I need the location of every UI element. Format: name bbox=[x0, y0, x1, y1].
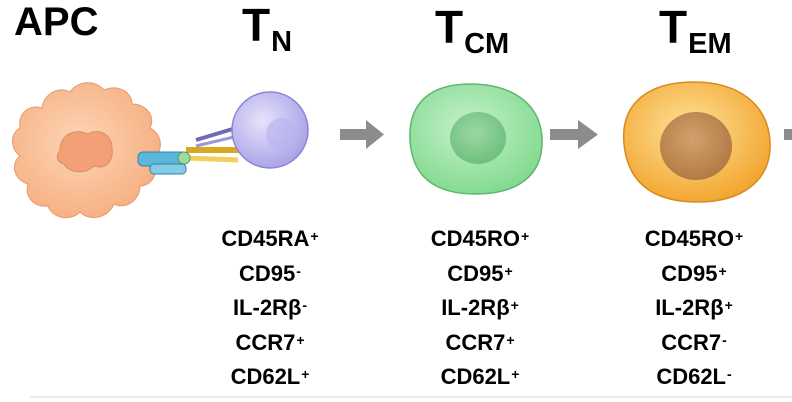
marker-row: CCR7- bbox=[624, 326, 764, 361]
arrow-tn-to-tcm bbox=[340, 120, 384, 149]
markers-tcm: CD45RO+ CD95+ IL-2Rβ+ CCR7+ CD62L+ bbox=[410, 222, 550, 395]
title-apc: APC bbox=[14, 0, 99, 44]
title-tn-sub: N bbox=[271, 26, 293, 58]
marker-row: CD95+ bbox=[410, 257, 550, 292]
marker-row: CD95- bbox=[200, 257, 340, 292]
marker-name: CD95 bbox=[239, 260, 296, 286]
marker-row: CCR7+ bbox=[410, 326, 550, 361]
marker-row: CCR7+ bbox=[200, 326, 340, 361]
marker-name: CD62L bbox=[440, 364, 511, 389]
effector-memory-t-cell bbox=[622, 81, 771, 203]
marker-row: CD45RA+ bbox=[200, 222, 340, 257]
marker-row: CD95+ bbox=[624, 257, 764, 292]
marker-row: CD45RO+ bbox=[410, 222, 550, 257]
marker-row: IL-2Rβ- bbox=[200, 291, 340, 326]
divider-line bbox=[30, 396, 792, 398]
marker-sign: + bbox=[504, 262, 513, 279]
marker-name: CD95 bbox=[447, 260, 504, 286]
marker-name: CD45RA bbox=[221, 226, 310, 251]
markers-tem: CD45RO+ CD95+ IL-2Rβ+ CCR7- CD62L- bbox=[624, 222, 764, 395]
marker-sign: + bbox=[506, 331, 515, 348]
arrow-tcm-to-tem bbox=[550, 120, 598, 149]
title-tem-main: T bbox=[659, 1, 688, 53]
marker-sign: - bbox=[727, 366, 732, 382]
apc-cell bbox=[12, 82, 161, 219]
marker-row: CD62L+ bbox=[410, 360, 550, 395]
marker-sign: - bbox=[296, 262, 301, 279]
marker-sign: + bbox=[301, 366, 310, 382]
title-effector-memory-t-cell: TEM bbox=[659, 1, 732, 59]
marker-sign: + bbox=[521, 228, 530, 244]
marker-row: CD62L- bbox=[624, 360, 764, 395]
marker-row: IL-2Rβ+ bbox=[410, 291, 550, 326]
marker-name: CD62L bbox=[656, 364, 726, 389]
title-tem-sub: EM bbox=[688, 28, 732, 60]
marker-name: CD95 bbox=[661, 260, 718, 286]
marker-name: IL-2Rβ bbox=[441, 295, 510, 320]
marker-name: CD45RO bbox=[644, 226, 735, 251]
marker-sign: + bbox=[510, 297, 519, 313]
marker-row: CD45RO+ bbox=[624, 222, 764, 257]
title-naive-t-cell: TN bbox=[242, 0, 292, 57]
marker-name: CCR7 bbox=[661, 329, 722, 355]
marker-name: IL-2Rβ bbox=[232, 295, 302, 320]
markers-tn: CD45RA+ CD95- IL-2Rβ- CCR7+ CD62L+ bbox=[200, 222, 340, 395]
arrow-tem-next bbox=[784, 129, 792, 140]
marker-sign: - bbox=[302, 297, 308, 313]
central-memory-t-cell bbox=[409, 83, 543, 195]
receptor-complex bbox=[137, 126, 240, 175]
title-tn-main: T bbox=[242, 0, 271, 51]
marker-row: CD62L+ bbox=[200, 360, 340, 395]
marker-sign: + bbox=[511, 366, 520, 382]
marker-sign: + bbox=[310, 228, 319, 244]
marker-name: CCR7 bbox=[445, 329, 506, 355]
marker-sign: + bbox=[718, 262, 727, 279]
marker-name: CCR7 bbox=[235, 329, 296, 355]
marker-name: CD45RO bbox=[430, 226, 521, 251]
marker-name: CD62L bbox=[230, 364, 301, 389]
naive-t-cell bbox=[231, 91, 309, 169]
marker-row: IL-2Rβ+ bbox=[624, 291, 764, 326]
marker-sign: + bbox=[735, 228, 744, 244]
title-tcm-sub: CM bbox=[464, 28, 510, 60]
title-tcm-main: T bbox=[435, 1, 464, 53]
marker-sign: + bbox=[724, 297, 733, 313]
marker-sign: + bbox=[296, 331, 305, 348]
title-central-memory-t-cell: TCM bbox=[435, 1, 509, 59]
marker-name: IL-2Rβ bbox=[655, 295, 724, 320]
apc-nucleus bbox=[56, 131, 113, 173]
marker-sign: - bbox=[722, 331, 727, 348]
